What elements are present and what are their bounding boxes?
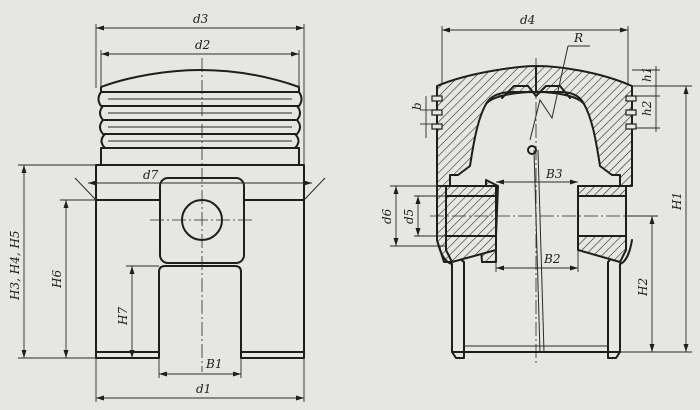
label-B1: B1 [205,357,222,371]
label-d5: d5 [402,209,416,224]
piston-section-view [430,45,645,366]
ring-grooves [97,91,303,149]
label-d2: d2 [195,38,210,52]
piston-skirt [95,164,305,359]
label-H3-H4-H5: H3, H4, H5 [8,230,22,301]
label-H6: H6 [50,270,64,289]
label-d1: d1 [196,382,211,396]
top-land [100,147,300,166]
label-d4: d4 [520,13,535,27]
label-H1: H1 [670,192,684,211]
dimension-labels: d3 d2 d7 d1 B1 H3, H4, H5 H6 H7 d4 R b h… [8,12,684,396]
label-B3: B3 [545,167,563,181]
pin-boss-right [577,185,627,197]
label-d3: d3 [193,12,209,26]
label-b: b [410,102,424,110]
label-B2: B2 [543,252,560,266]
ring-grooves-section [431,95,637,130]
piston-crown [100,69,300,93]
pin-boss-right-lower [577,235,627,263]
left-view-dimensions [18,24,312,402]
label-d6: d6 [380,208,394,224]
label-R: R [573,31,583,45]
pin-boss-left [445,185,497,197]
oil-passage-inlet [527,145,537,155]
label-h1: h1 [640,67,654,82]
label-d7: d7 [143,168,159,182]
label-h2: h2 [640,101,654,116]
label-H2: H2 [636,278,650,297]
label-H7: H7 [116,307,130,326]
right-view-dimensions [390,26,692,353]
piston-external-view [74,58,326,372]
section-wall-left [436,65,537,263]
